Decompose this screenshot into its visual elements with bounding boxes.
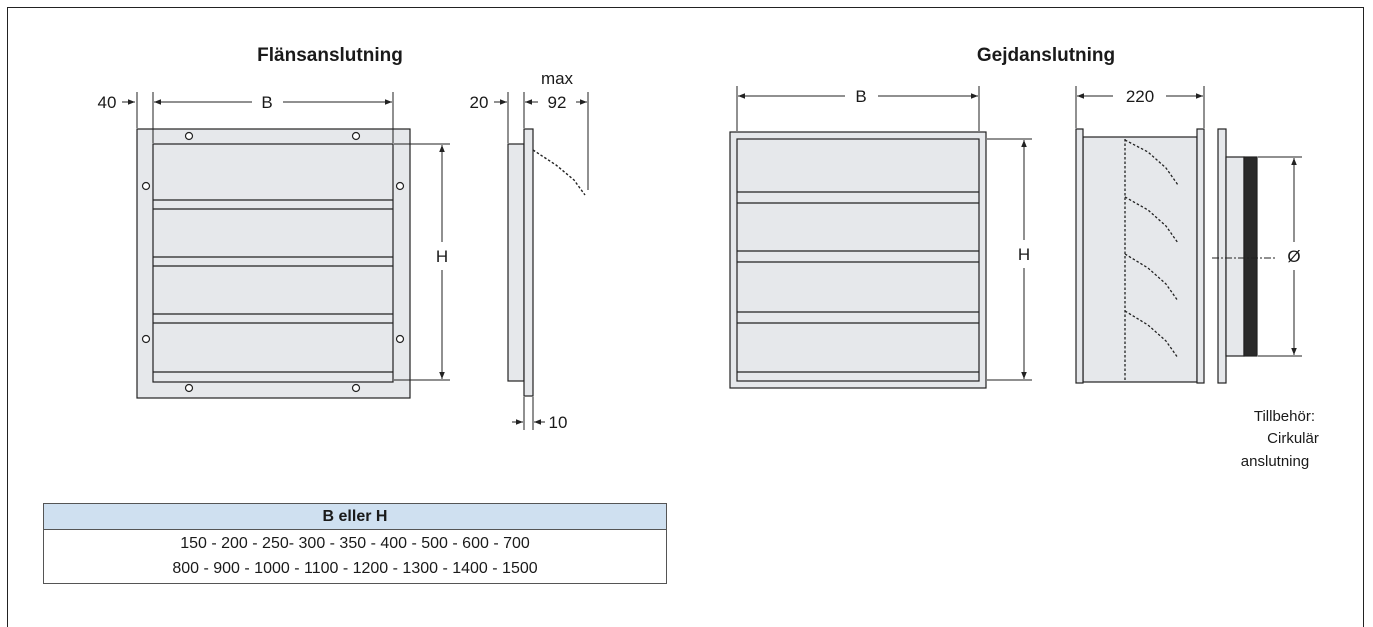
flange-title: Flänsanslutning xyxy=(257,45,403,66)
slide-side-dimensions xyxy=(1075,86,1205,128)
flange-side-dimensions xyxy=(494,92,589,430)
flange-dim-b: B xyxy=(261,93,272,112)
flange-dim-10: 10 xyxy=(549,413,568,432)
flange-front-view xyxy=(136,128,411,399)
slide-dim-b: B xyxy=(855,87,866,106)
flange-side-view xyxy=(507,128,586,397)
slide-dim-220: 220 xyxy=(1126,87,1154,106)
accessory-dimensions xyxy=(1258,156,1302,357)
table-cell: 800 - 900 - 1000 - 1100 - 1200 - 1300 - … xyxy=(172,560,538,577)
slide-dim-h: H xyxy=(1018,245,1030,264)
flange-dim-max-label: max xyxy=(541,69,574,88)
flange-dim-40: 40 xyxy=(98,93,117,112)
table-row: 150 - 200 - 250- 300 - 350 - 400 - 500 -… xyxy=(44,530,667,556)
flange-front-dimensions xyxy=(122,92,450,381)
table-header-row: B eller H xyxy=(43,503,667,530)
slide-side-view xyxy=(1075,128,1205,384)
accessory-note-line: Tillbehör: xyxy=(1254,408,1315,425)
page-frame xyxy=(7,7,1364,627)
accessory-dim-diameter: Ø xyxy=(1287,247,1300,266)
accessory-note-line: Cirkulär xyxy=(1267,430,1319,447)
slide-title: Gejdanslutning xyxy=(977,45,1115,66)
flange-dim-h: H xyxy=(436,247,448,266)
table-row: 800 - 900 - 1000 - 1100 - 1200 - 1300 - … xyxy=(44,555,667,584)
circular-connection-accessory xyxy=(1212,128,1276,384)
sizes-table: B eller H 150 - 200 - 250- 300 - 350 - 4… xyxy=(43,503,667,584)
flange-dim-20: 20 xyxy=(470,93,489,112)
slide-front-dimensions xyxy=(736,86,1032,381)
accessory-note-line: anslutning xyxy=(1241,453,1309,470)
table-cell: 150 - 200 - 250- 300 - 350 - 400 - 500 -… xyxy=(180,535,530,552)
flange-dim-92: 92 xyxy=(548,93,567,112)
table-header: B eller H xyxy=(43,503,667,530)
slide-front-view xyxy=(729,131,987,389)
